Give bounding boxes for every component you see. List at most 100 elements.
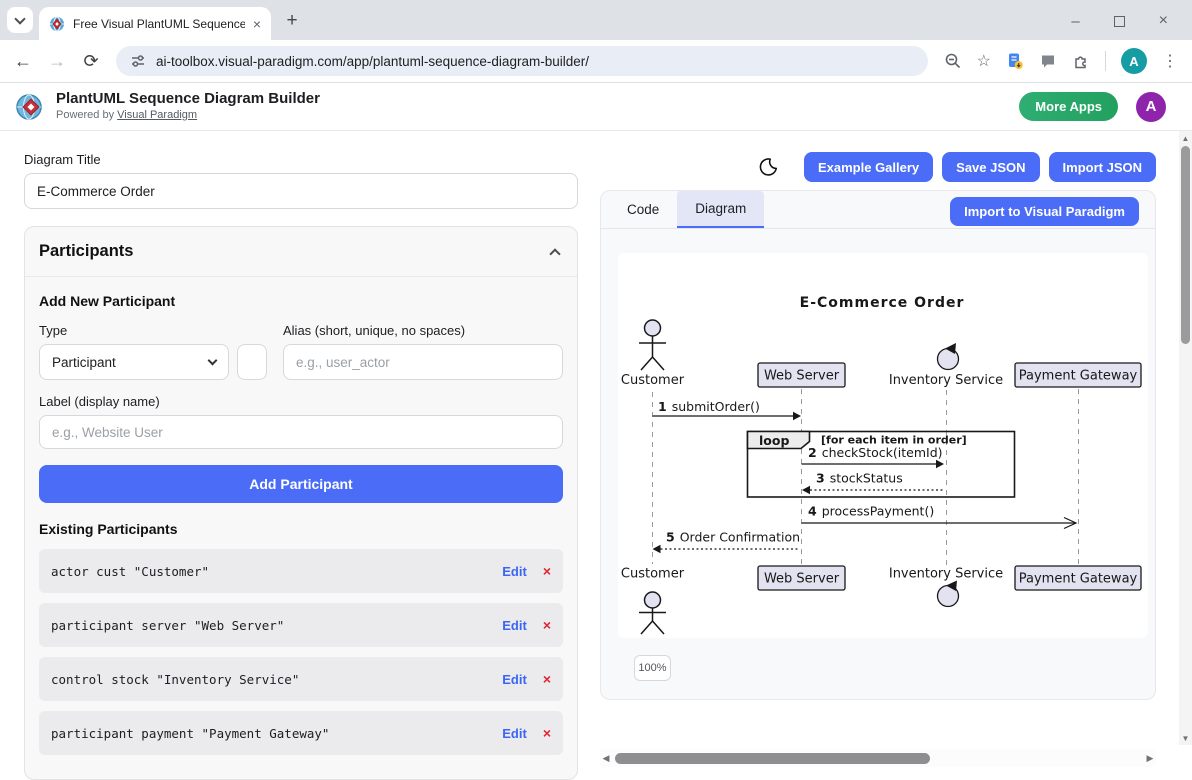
participant-code: control stock "Inventory Service": [51, 672, 502, 687]
reading-list-icon[interactable]: [1006, 52, 1024, 70]
vertical-scroll-thumb[interactable]: [1181, 146, 1190, 344]
forward-button: →: [44, 51, 70, 72]
more-apps-button[interactable]: More Apps: [1019, 92, 1118, 121]
loop-operator: loop: [759, 433, 789, 448]
bookmark-star-icon[interactable]: ☆: [977, 51, 991, 71]
browser-tabstrip: Free Visual PlantUML Sequence × + – ×: [0, 0, 1192, 40]
page-vertical-scrollbar[interactable]: ▲ ▼: [1179, 131, 1192, 745]
participant-code: participant server "Web Server": [51, 618, 502, 633]
toolbar-separator: [1105, 51, 1106, 71]
browser-toolbar: ← → ⟳ ai-toolbox.visual-paradigm.com/app…: [0, 40, 1192, 83]
comment-icon[interactable]: [1039, 52, 1057, 70]
participant-inventory-bottom[interactable]: Inventory Service: [889, 567, 1003, 607]
participant-webserver-top[interactable]: Web Server: [758, 363, 845, 387]
horizontal-scroll-track[interactable]: [612, 752, 1144, 764]
svg-text:4processPayment(): 4processPayment(): [808, 504, 934, 519]
diagram-canvas: E-Commerce Order Customer Web Server: [618, 253, 1148, 638]
back-button[interactable]: ←: [10, 51, 36, 72]
remove-icon[interactable]: ×: [543, 617, 551, 633]
participant-customer-top[interactable]: Customer: [621, 320, 685, 388]
remove-icon[interactable]: ×: [543, 563, 551, 579]
edit-link[interactable]: Edit: [502, 618, 527, 633]
participant-label: Web Server: [764, 572, 840, 587]
participants-card-header[interactable]: Participants: [25, 227, 577, 277]
message-3: 3stockStatus: [802, 471, 944, 495]
dark-mode-toggle[interactable]: [757, 156, 779, 178]
chevron-down-icon: [208, 356, 218, 366]
window-minimize-button[interactable]: –: [1071, 13, 1079, 30]
scroll-left-icon[interactable]: ◀: [600, 753, 612, 764]
participants-heading: Participants: [39, 242, 133, 261]
tab-close-icon[interactable]: ×: [253, 17, 261, 31]
participant-customer-bottom[interactable]: Customer: [621, 567, 685, 635]
import-to-visual-paradigm-button[interactable]: Import to Visual Paradigm: [950, 197, 1139, 226]
add-participant-button[interactable]: Add Participant: [39, 465, 563, 503]
participant-row: actor cust "Customer" Edit ×: [39, 549, 563, 593]
display-name-label: Label (display name): [39, 394, 563, 409]
alias-input[interactable]: [283, 344, 563, 380]
existing-participants-heading: Existing Participants: [39, 521, 563, 537]
participant-inventory-top[interactable]: Inventory Service: [889, 343, 1003, 388]
participant-payment-top[interactable]: Payment Gateway: [1015, 363, 1141, 387]
message-4: 4processPayment(): [802, 504, 1077, 529]
diagram-title-label: Diagram Title: [24, 152, 578, 167]
visual-paradigm-link[interactable]: Visual Paradigm: [117, 109, 197, 121]
window-maximize-button[interactable]: [1114, 16, 1125, 27]
browser-profile-avatar[interactable]: A: [1121, 48, 1147, 74]
example-gallery-button[interactable]: Example Gallery: [804, 152, 933, 182]
participant-code: participant payment "Payment Gateway": [51, 726, 502, 741]
participant-label: Payment Gateway: [1019, 572, 1138, 587]
horizontal-scrollbar[interactable]: ◀ ▶: [600, 749, 1156, 767]
browser-tab[interactable]: Free Visual PlantUML Sequence ×: [39, 7, 271, 40]
diagram-card: Code Diagram Import to Visual Paradigm E…: [600, 190, 1156, 700]
tab-diagram[interactable]: Diagram: [677, 191, 764, 228]
scroll-up-icon[interactable]: ▲: [1179, 134, 1192, 143]
participant-label: Payment Gateway: [1019, 369, 1138, 384]
add-participant-heading: Add New Participant: [39, 293, 563, 309]
participant-label: Inventory Service: [889, 373, 1003, 388]
edit-link[interactable]: Edit: [502, 564, 527, 579]
participant-payment-bottom[interactable]: Payment Gateway: [1015, 566, 1141, 590]
scroll-right-icon[interactable]: ▶: [1144, 753, 1156, 764]
edit-link[interactable]: Edit: [502, 726, 527, 741]
svg-text:5Order Confirmation: 5Order Confirmation: [666, 530, 800, 545]
svg-text:2checkStock(itemId): 2checkStock(itemId): [808, 445, 943, 460]
url-text[interactable]: ai-toolbox.visual-paradigm.com/app/plant…: [156, 54, 589, 69]
horizontal-scroll-thumb[interactable]: [615, 753, 930, 764]
visual-paradigm-logo: [14, 91, 46, 123]
chevron-up-icon[interactable]: [549, 248, 560, 259]
participant-webserver-bottom[interactable]: Web Server: [758, 566, 845, 590]
window-close-button[interactable]: ×: [1159, 12, 1168, 30]
message-2: 2checkStock(itemId): [802, 445, 945, 468]
extensions-puzzle-icon[interactable]: [1072, 52, 1090, 70]
url-bar[interactable]: ai-toolbox.visual-paradigm.com/app/plant…: [116, 46, 928, 76]
save-json-button[interactable]: Save JSON: [942, 152, 1039, 182]
zoom-level-badge[interactable]: 100%: [634, 655, 671, 681]
participants-card: Participants Add New Participant Type Al…: [24, 226, 578, 780]
tab-search-button[interactable]: [7, 7, 33, 33]
reload-button[interactable]: ⟳: [78, 51, 104, 72]
color-swatch-box[interactable]: [237, 344, 267, 380]
browser-menu-icon[interactable]: ⋮: [1162, 51, 1178, 71]
participant-code: actor cust "Customer": [51, 564, 502, 579]
type-select[interactable]: Participant: [39, 344, 229, 380]
svg-text:1submitOrder(): 1submitOrder(): [658, 399, 760, 414]
user-avatar[interactable]: A: [1136, 92, 1166, 122]
import-json-button[interactable]: Import JSON: [1049, 152, 1156, 182]
participant-label: Customer: [621, 373, 685, 388]
chevron-down-icon: [14, 13, 25, 24]
zoom-out-icon[interactable]: [944, 52, 962, 70]
scroll-down-icon[interactable]: ▼: [1179, 734, 1192, 743]
site-settings-icon[interactable]: [130, 53, 146, 69]
app-title: PlantUML Sequence Diagram Builder: [56, 90, 320, 109]
edit-link[interactable]: Edit: [502, 672, 527, 687]
powered-by: Powered by Visual Paradigm: [56, 109, 320, 123]
display-name-input[interactable]: [39, 415, 563, 449]
tab-code[interactable]: Code: [609, 191, 677, 228]
tab-title: Free Visual PlantUML Sequence: [73, 17, 245, 31]
new-tab-button[interactable]: +: [279, 8, 305, 34]
moon-icon: [757, 156, 779, 178]
remove-icon[interactable]: ×: [543, 725, 551, 741]
diagram-title-input[interactable]: [24, 173, 578, 209]
remove-icon[interactable]: ×: [543, 671, 551, 687]
